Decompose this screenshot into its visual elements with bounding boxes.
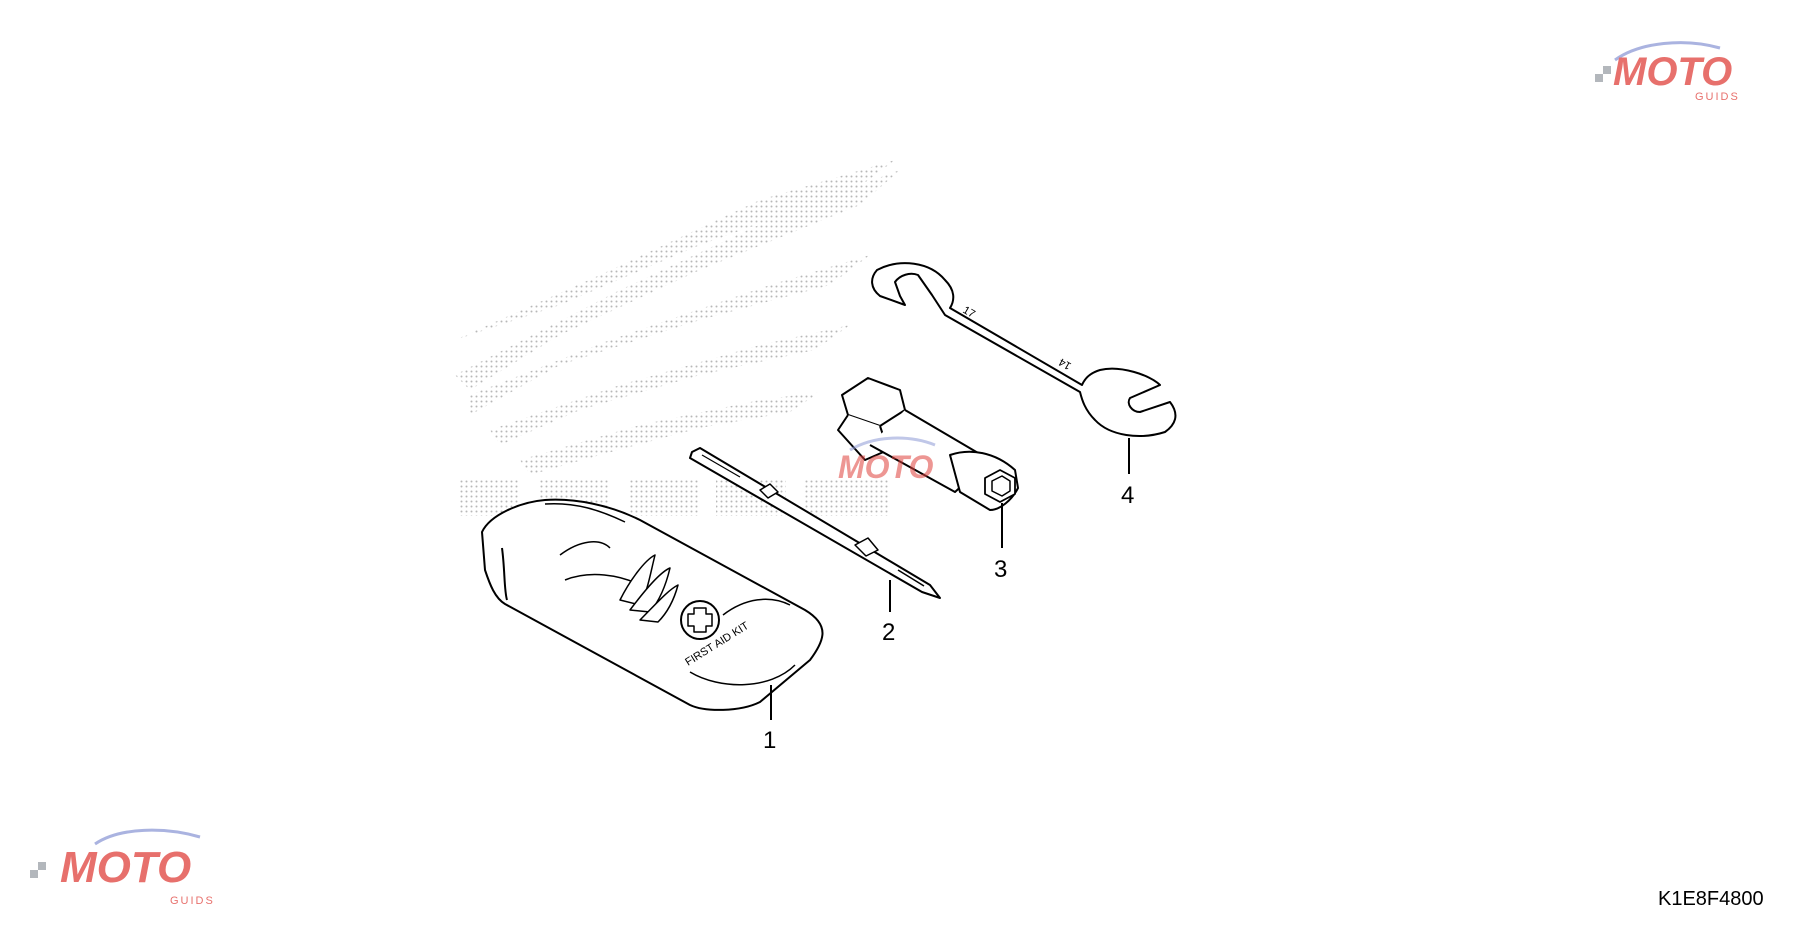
wrench-size-14-text: 14 <box>1057 355 1074 372</box>
part-code: K1E8F4800 <box>1658 888 1764 910</box>
watermark-brand-text: MOTO <box>1613 50 1732 94</box>
spark-plug-socket <box>837 377 1019 511</box>
watermark-top-right: MOTO GUIDS <box>1595 41 1740 103</box>
watermark-sub-text: GUIDS <box>170 895 215 907</box>
callout-3: 3 <box>994 556 1007 583</box>
watermark-brand-text: MOTO <box>60 843 191 892</box>
watermark-brand-text: MOTO <box>838 449 934 485</box>
first-aid-kit-pouch: FIRST AID KIT <box>481 498 824 711</box>
watermark-sub-text: GUIDS <box>1695 91 1740 103</box>
callout-2: 2 <box>882 619 895 646</box>
open-end-wrench: 17 14 <box>871 262 1177 437</box>
watermark-center: MOTO <box>838 436 936 485</box>
leader-lines <box>770 438 1130 720</box>
watermark-bottom-left: MOTO GUIDS <box>30 828 215 907</box>
callout-4: 4 <box>1121 482 1134 509</box>
wrench-size-17-text: 17 <box>961 304 978 321</box>
screwdriver <box>689 447 941 599</box>
callout-1: 1 <box>763 727 776 754</box>
wing-logo-background <box>455 160 900 516</box>
